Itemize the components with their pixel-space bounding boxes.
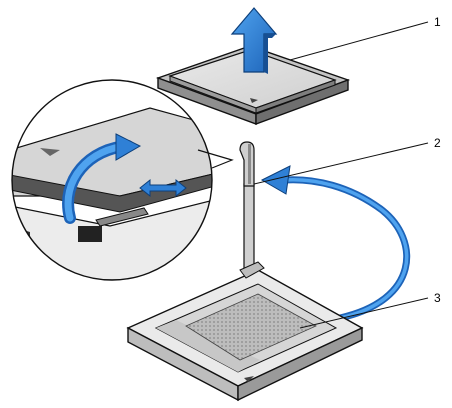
callout-2-label: 2 (434, 136, 441, 150)
open-lever-arrow-icon (260, 165, 411, 322)
processor-socket (126, 261, 364, 402)
callout-1-label: 1 (434, 15, 441, 29)
callout-3: 3 (299, 291, 441, 329)
callout-1: 1 (289, 15, 441, 61)
lift-arrow-icon (230, 7, 278, 74)
callout-3-label: 3 (434, 291, 441, 305)
processor (155, 45, 351, 126)
callout-2: 2 (253, 136, 441, 185)
release-lever (239, 141, 255, 271)
